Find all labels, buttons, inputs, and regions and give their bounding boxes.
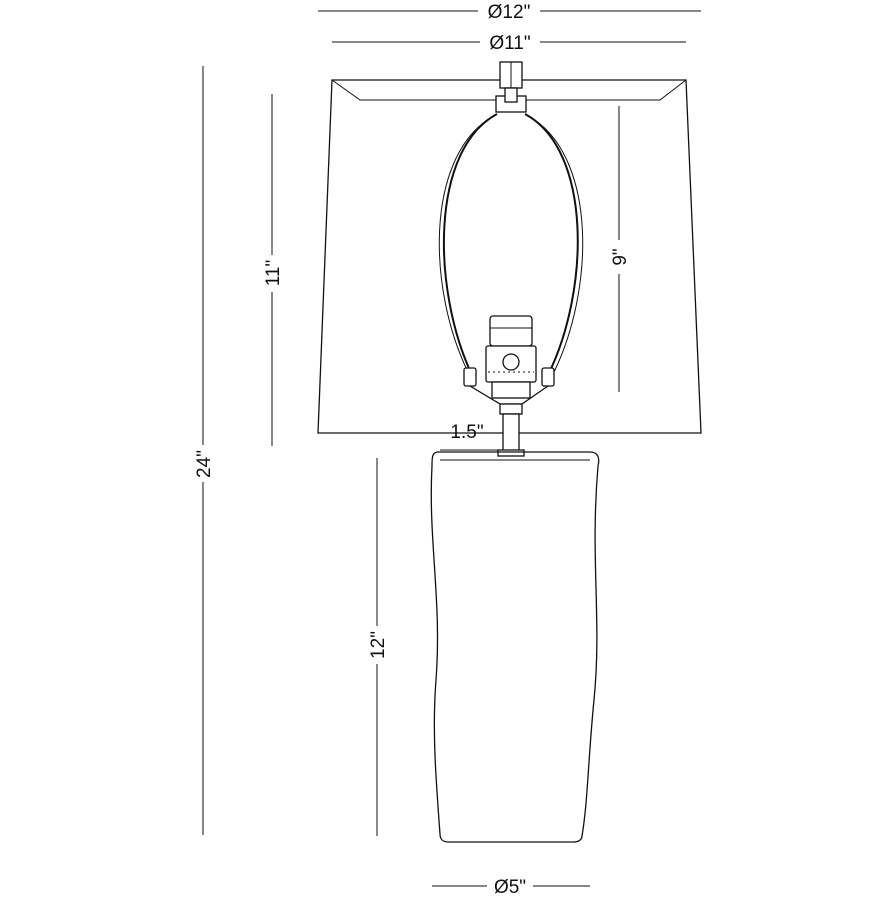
lamp-socket <box>485 315 537 399</box>
label-shade-inner-diameter: Ø11" <box>489 33 530 54</box>
dimension-base-height: 12" <box>368 458 389 836</box>
lamp-base <box>430 451 600 843</box>
finial <box>499 61 523 89</box>
label-neck-height: 1.5" <box>450 422 483 443</box>
label-overall-height: 24" <box>194 450 215 478</box>
dimension-overall-height: 24" <box>194 66 215 835</box>
label-harp-height: 9" <box>610 248 631 265</box>
label-shade-height: 11" <box>263 260 284 286</box>
label-shade-top-diameter: Ø12" <box>488 2 531 23</box>
dimension-shade-top-diameter: Ø12" <box>318 2 701 23</box>
dimension-shade-height: 11" <box>263 94 284 446</box>
lamp-harp <box>438 87 584 405</box>
label-base-diameter: Ø5" <box>494 877 526 896</box>
lamp-neck <box>497 403 525 457</box>
dimension-neck-height: 1.5" <box>440 422 498 451</box>
dimension-base-diameter: Ø5" <box>432 877 590 898</box>
dimension-harp-height: 9" <box>610 106 631 392</box>
dimension-shade-inner-diameter: Ø11" <box>332 33 686 54</box>
label-base-height: 12" <box>368 631 389 659</box>
